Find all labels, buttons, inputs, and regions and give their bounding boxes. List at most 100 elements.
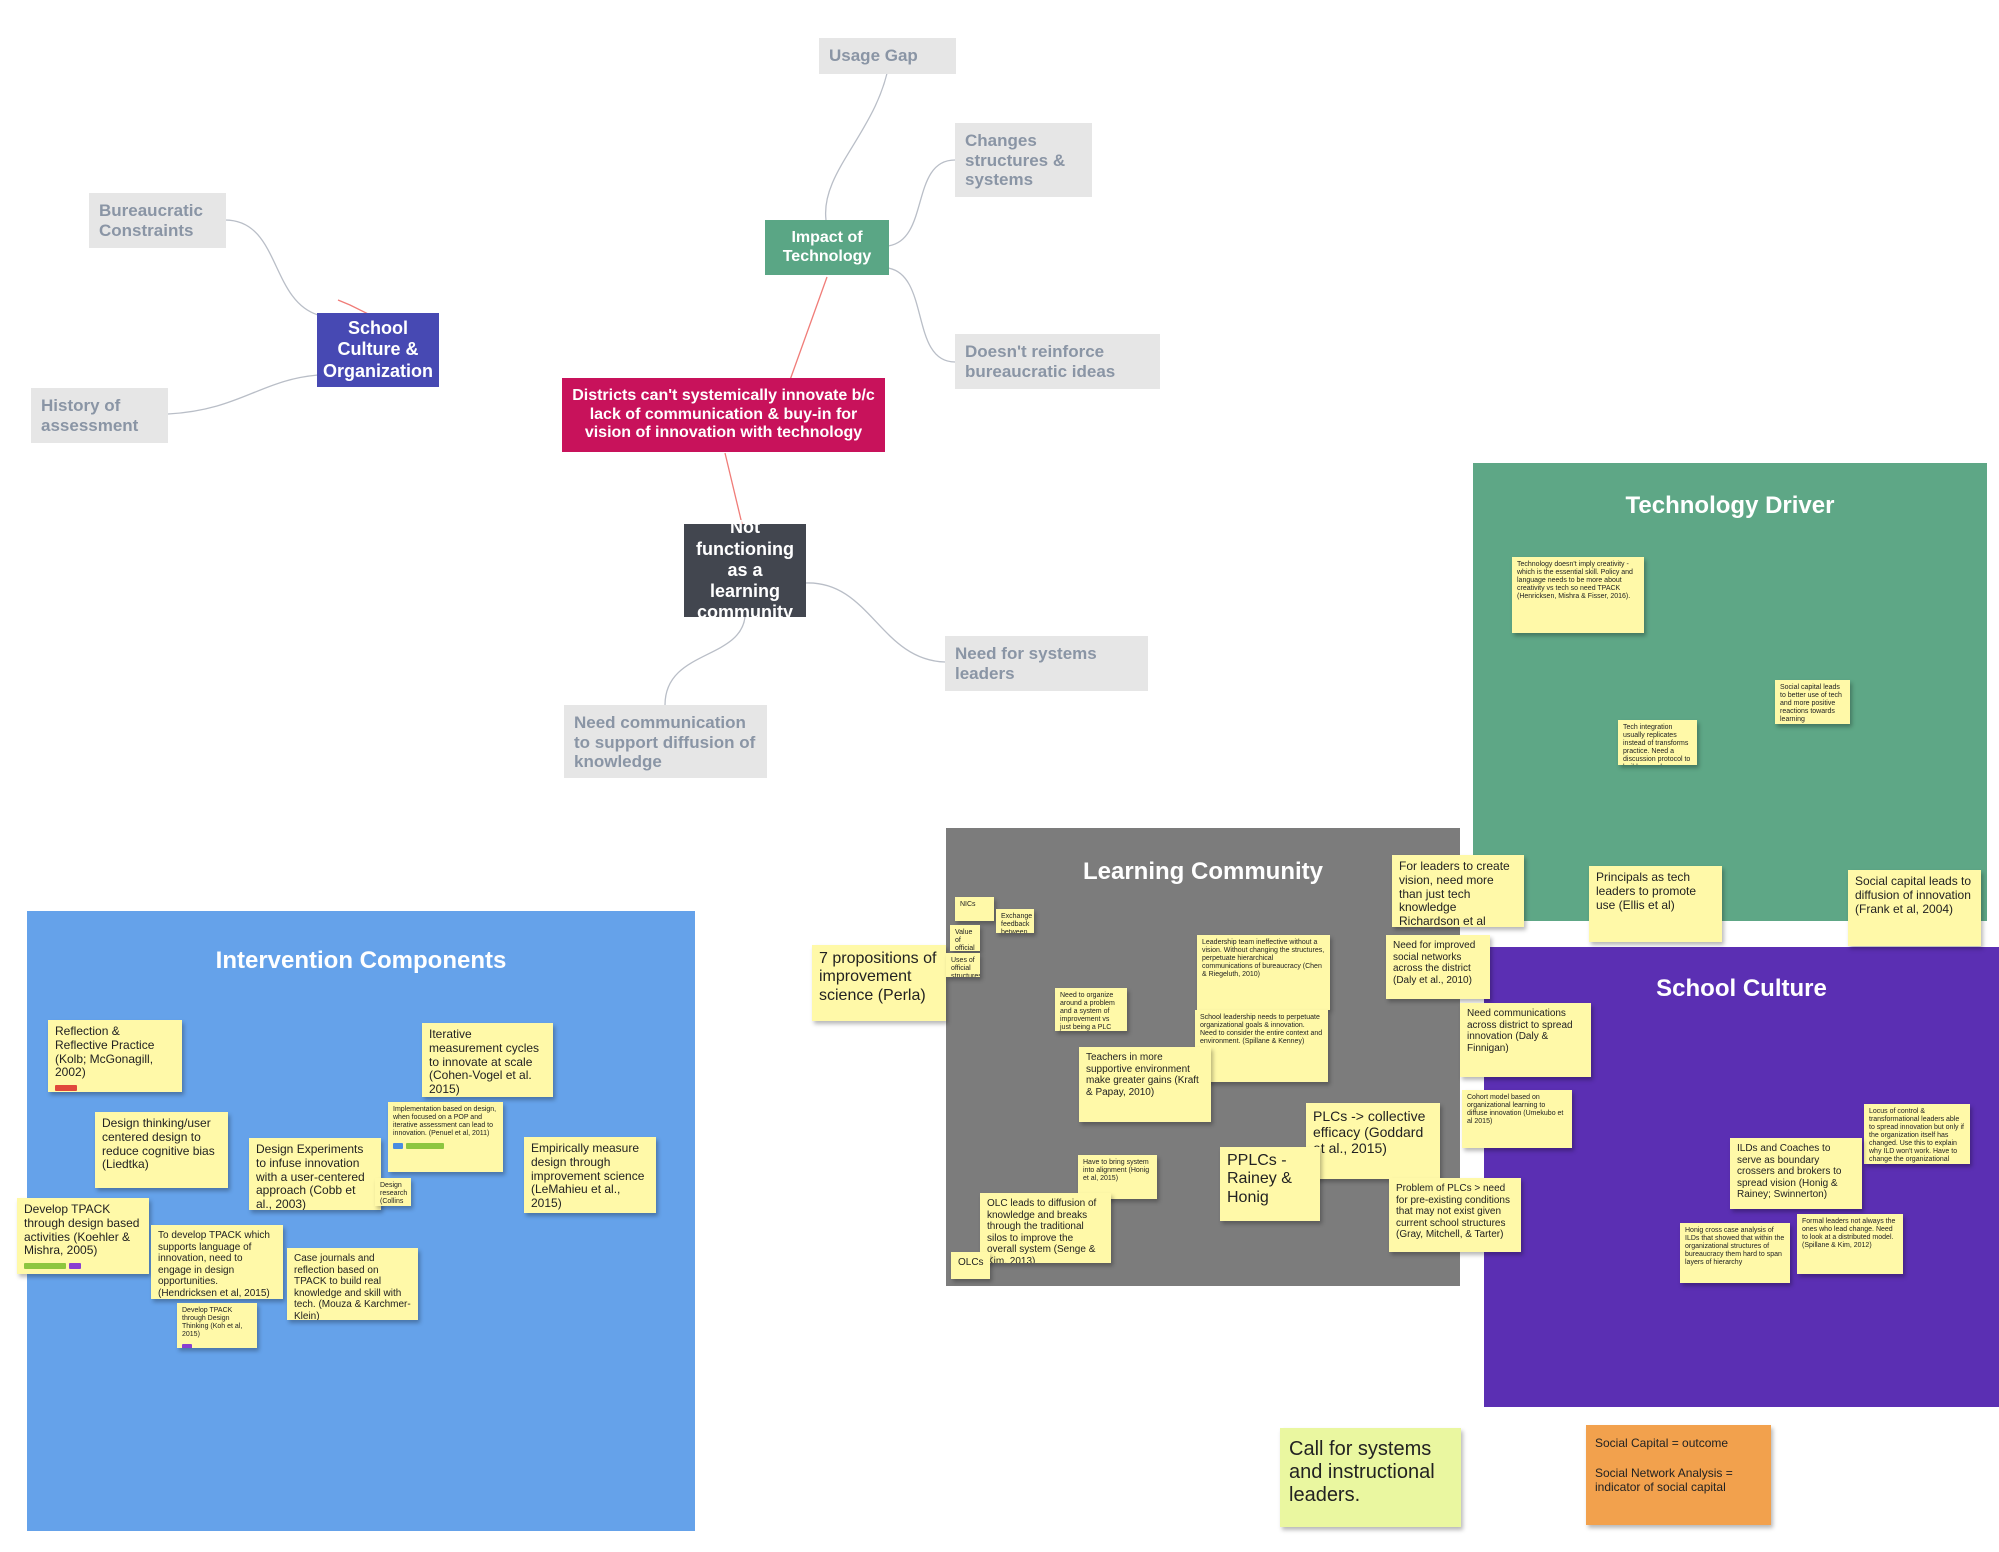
note-text: Design thinking/user centered design to … — [102, 1116, 215, 1172]
note-school-leadership[interactable]: School leadership needs to perpetuate or… — [1195, 1010, 1328, 1082]
note-text: PLCs -> collective efficacy (Goddard et … — [1313, 1108, 1426, 1157]
note-tags — [393, 1143, 498, 1150]
note-text: Social capital leads to diffusion of inn… — [1855, 874, 1972, 916]
note-case-journals[interactable]: Case journals and reflection based on TP… — [287, 1248, 418, 1320]
leaf-need-communication[interactable]: Need communication to support diffusion … — [564, 705, 767, 778]
impact-of-technology-node[interactable]: Impact of Technology — [765, 220, 889, 275]
learning-community-node[interactable]: Not functioning as a learning community — [684, 517, 806, 622]
note-olc-diffusion[interactable]: OLC leads to diffusion of knowledge and … — [980, 1193, 1111, 1263]
link-tech-usage — [825, 57, 891, 221]
note-need-improved[interactable]: Need for improved social networks across… — [1386, 935, 1490, 999]
note-tags — [182, 1344, 252, 1348]
note-have-to-bring[interactable]: Have to bring system into alignment (Hon… — [1078, 1155, 1157, 1199]
leaf-need-systems-leaders[interactable]: Need for systems leaders — [945, 636, 1148, 691]
tag-green — [24, 1263, 66, 1270]
note-honig-cross[interactable]: Honig cross case analysis of ILDs that s… — [1680, 1223, 1790, 1283]
leaf-history-of-assessment[interactable]: History of assessment — [31, 388, 168, 443]
note-need-communications[interactable]: Need communications across district to s… — [1460, 1003, 1591, 1077]
school-culture-node[interactable]: School Culture & Organization — [317, 313, 439, 387]
note-teachers-more[interactable]: Teachers in more supportive environment … — [1079, 1047, 1211, 1122]
note-text: OLCs — [958, 1257, 984, 1268]
note-text: PPLCs - Rainey & Honig — [1227, 1152, 1292, 1206]
note-nics-structures[interactable]: Value of official structures to launch i… — [950, 925, 980, 951]
note-problem-plcs[interactable]: Problem of PLCs > need for pre-existing … — [1389, 1178, 1521, 1252]
note-pplcs[interactable]: PPLCs - Rainey & Honig — [1220, 1147, 1320, 1221]
note-empirically-measure[interactable]: Empirically measure design through impro… — [524, 1137, 656, 1213]
note-text: For leaders to create vision, need more … — [1399, 859, 1510, 927]
note-nics-official[interactable]: Uses of official structures to launch in… — [946, 953, 980, 977]
note-text: Develop TPACK through design based activ… — [24, 1202, 140, 1258]
note-implementation[interactable]: Implementation based on design, when foc… — [388, 1102, 503, 1172]
note-tpack-language[interactable]: To develop TPACK which supports language… — [151, 1225, 283, 1299]
note-text: Problem of PLCs > need for pre-existing … — [1396, 1183, 1510, 1240]
central-topic-node[interactable]: Districts can't systemically innovate b/… — [562, 378, 885, 452]
note-text: Teachers in more supportive environment … — [1086, 1052, 1199, 1098]
note-formal-leaders[interactable]: Formal leaders not always the ones who l… — [1797, 1214, 1903, 1274]
note-leadership-team[interactable]: Leadership team ineffective without a vi… — [1197, 935, 1330, 1010]
note-ilds-coaches[interactable]: ILDs and Coaches to serve as boundary cr… — [1730, 1138, 1862, 1209]
note-design-experiments[interactable]: Design Experiments to infuse innovation … — [249, 1138, 381, 1210]
note-text: Principals as tech leaders to promote us… — [1596, 870, 1697, 912]
note-text: Need for improved social networks across… — [1393, 940, 1476, 986]
tag-blue — [393, 1143, 403, 1150]
note-text: Formal leaders not always the ones who l… — [1802, 1218, 1896, 1250]
note-social-capital-leads[interactable]: Social capital leads to diffusion of inn… — [1848, 870, 1981, 946]
note-text: Social capital leads to better use of te… — [1780, 684, 1842, 724]
note-plcs-collective[interactable]: PLCs -> collective efficacy (Goddard et … — [1306, 1103, 1440, 1179]
frame-title-school: School Culture — [1656, 975, 1827, 1002]
note-text: Design research (Collins et al., 2004) — [380, 1182, 408, 1206]
note-text: Exchange feedback between role to tech — [1001, 913, 1033, 933]
note-need-organize[interactable]: Need to organize around a problem and a … — [1055, 988, 1127, 1031]
frame-title-technology: Technology Driver — [1625, 492, 1835, 519]
leaf-usage-gap[interactable]: Usage Gap — [819, 38, 956, 74]
link-community-systems — [804, 582, 946, 663]
note-tech-doesnt-imply[interactable]: Technology doesn't imply creativity - wh… — [1512, 557, 1644, 633]
note-text: Empirically measure design through impro… — [531, 1141, 645, 1211]
note-nics[interactable]: NICs — [955, 897, 994, 921]
note-iterative-measurement[interactable]: Iterative measurement cycles to innovate… — [422, 1023, 553, 1097]
note-olcs[interactable]: OLCs — [951, 1252, 990, 1279]
link-culture-bureaucratic — [224, 219, 319, 316]
note-principals[interactable]: Principals as tech leaders to promote us… — [1589, 866, 1722, 942]
note-text: NICs — [960, 901, 976, 908]
note-text: ILDs and Coaches to serve as boundary cr… — [1737, 1143, 1842, 1200]
frame-title-intervention: Intervention Components — [215, 947, 507, 974]
tag-purple — [69, 1263, 81, 1270]
link-community-needcomm — [664, 616, 746, 706]
note-text: OLC leads to diffusion of knowledge and … — [987, 1198, 1097, 1263]
leaf-bureaucratic-constraints[interactable]: Bureaucratic Constraints — [89, 193, 226, 248]
link-central-tech — [789, 276, 828, 381]
note-develop-tpack-design[interactable]: Develop TPACK through Design Thinking (K… — [177, 1303, 257, 1348]
leaf-changes-structures[interactable]: Changes structures & systems — [955, 123, 1092, 197]
note-locus-control[interactable]: Locus of control & transformational lead… — [1864, 1104, 1970, 1164]
note-call-for-leaders[interactable]: Call for systems and instructional leade… — [1280, 1428, 1461, 1527]
note-text: Technology doesn't imply creativity - wh… — [1517, 561, 1633, 601]
note-text: Value of official structures to launch i… — [955, 929, 975, 951]
note-develop-tpack[interactable]: Develop TPACK through design based activ… — [17, 1198, 149, 1274]
frame-technology-driver[interactable]: Technology Driver — [1473, 463, 1987, 921]
link-tech-doesnt — [887, 267, 956, 363]
note-text: School leadership needs to perpetuate or… — [1200, 1014, 1323, 1046]
note-tech-integration[interactable]: Tech integration usually replicates inst… — [1618, 720, 1697, 765]
frame-intervention-components[interactable]: Intervention Components — [27, 911, 695, 1531]
tag-green — [406, 1143, 444, 1150]
note-text: Implementation based on design, when foc… — [393, 1106, 497, 1138]
note-cohort-model[interactable]: Cohort model based on organizational lea… — [1462, 1090, 1572, 1148]
note-design-thinking[interactable]: Design thinking/user centered design to … — [95, 1112, 228, 1188]
note-for-leaders[interactable]: For leaders to create vision, need more … — [1392, 855, 1524, 927]
note-design-research[interactable]: Design research (Collins et al., 2004) — [375, 1178, 411, 1206]
leaf-doesnt-reinforce[interactable]: Doesn't reinforce bureaucratic ideas — [955, 334, 1160, 389]
note-nics-feedback[interactable]: Exchange feedback between role to tech — [996, 909, 1034, 933]
note-text: Have to bring system into alignment (Hon… — [1083, 1159, 1150, 1183]
note-text: Case journals and reflection based on TP… — [294, 1253, 411, 1320]
note-social-capital-outcome[interactable]: Social Capital = outcome Social Network … — [1586, 1425, 1771, 1525]
link-culture-history — [167, 374, 319, 415]
note-text: To develop TPACK which supports language… — [158, 1230, 270, 1299]
note-seven-propositions[interactable]: 7 propositions of improvement science (P… — [812, 945, 946, 1021]
note-reflection[interactable]: Reflection & Reflective Practice (Kolb; … — [48, 1020, 182, 1092]
note-text: Call for systems and instructional leade… — [1289, 1438, 1435, 1506]
note-text: Cohort model based on organizational lea… — [1467, 1094, 1564, 1126]
link-central-community — [724, 452, 743, 525]
note-text: Iterative measurement cycles to innovate… — [429, 1027, 540, 1097]
note-social-capital-tech[interactable]: Social capital leads to better use of te… — [1775, 680, 1850, 724]
